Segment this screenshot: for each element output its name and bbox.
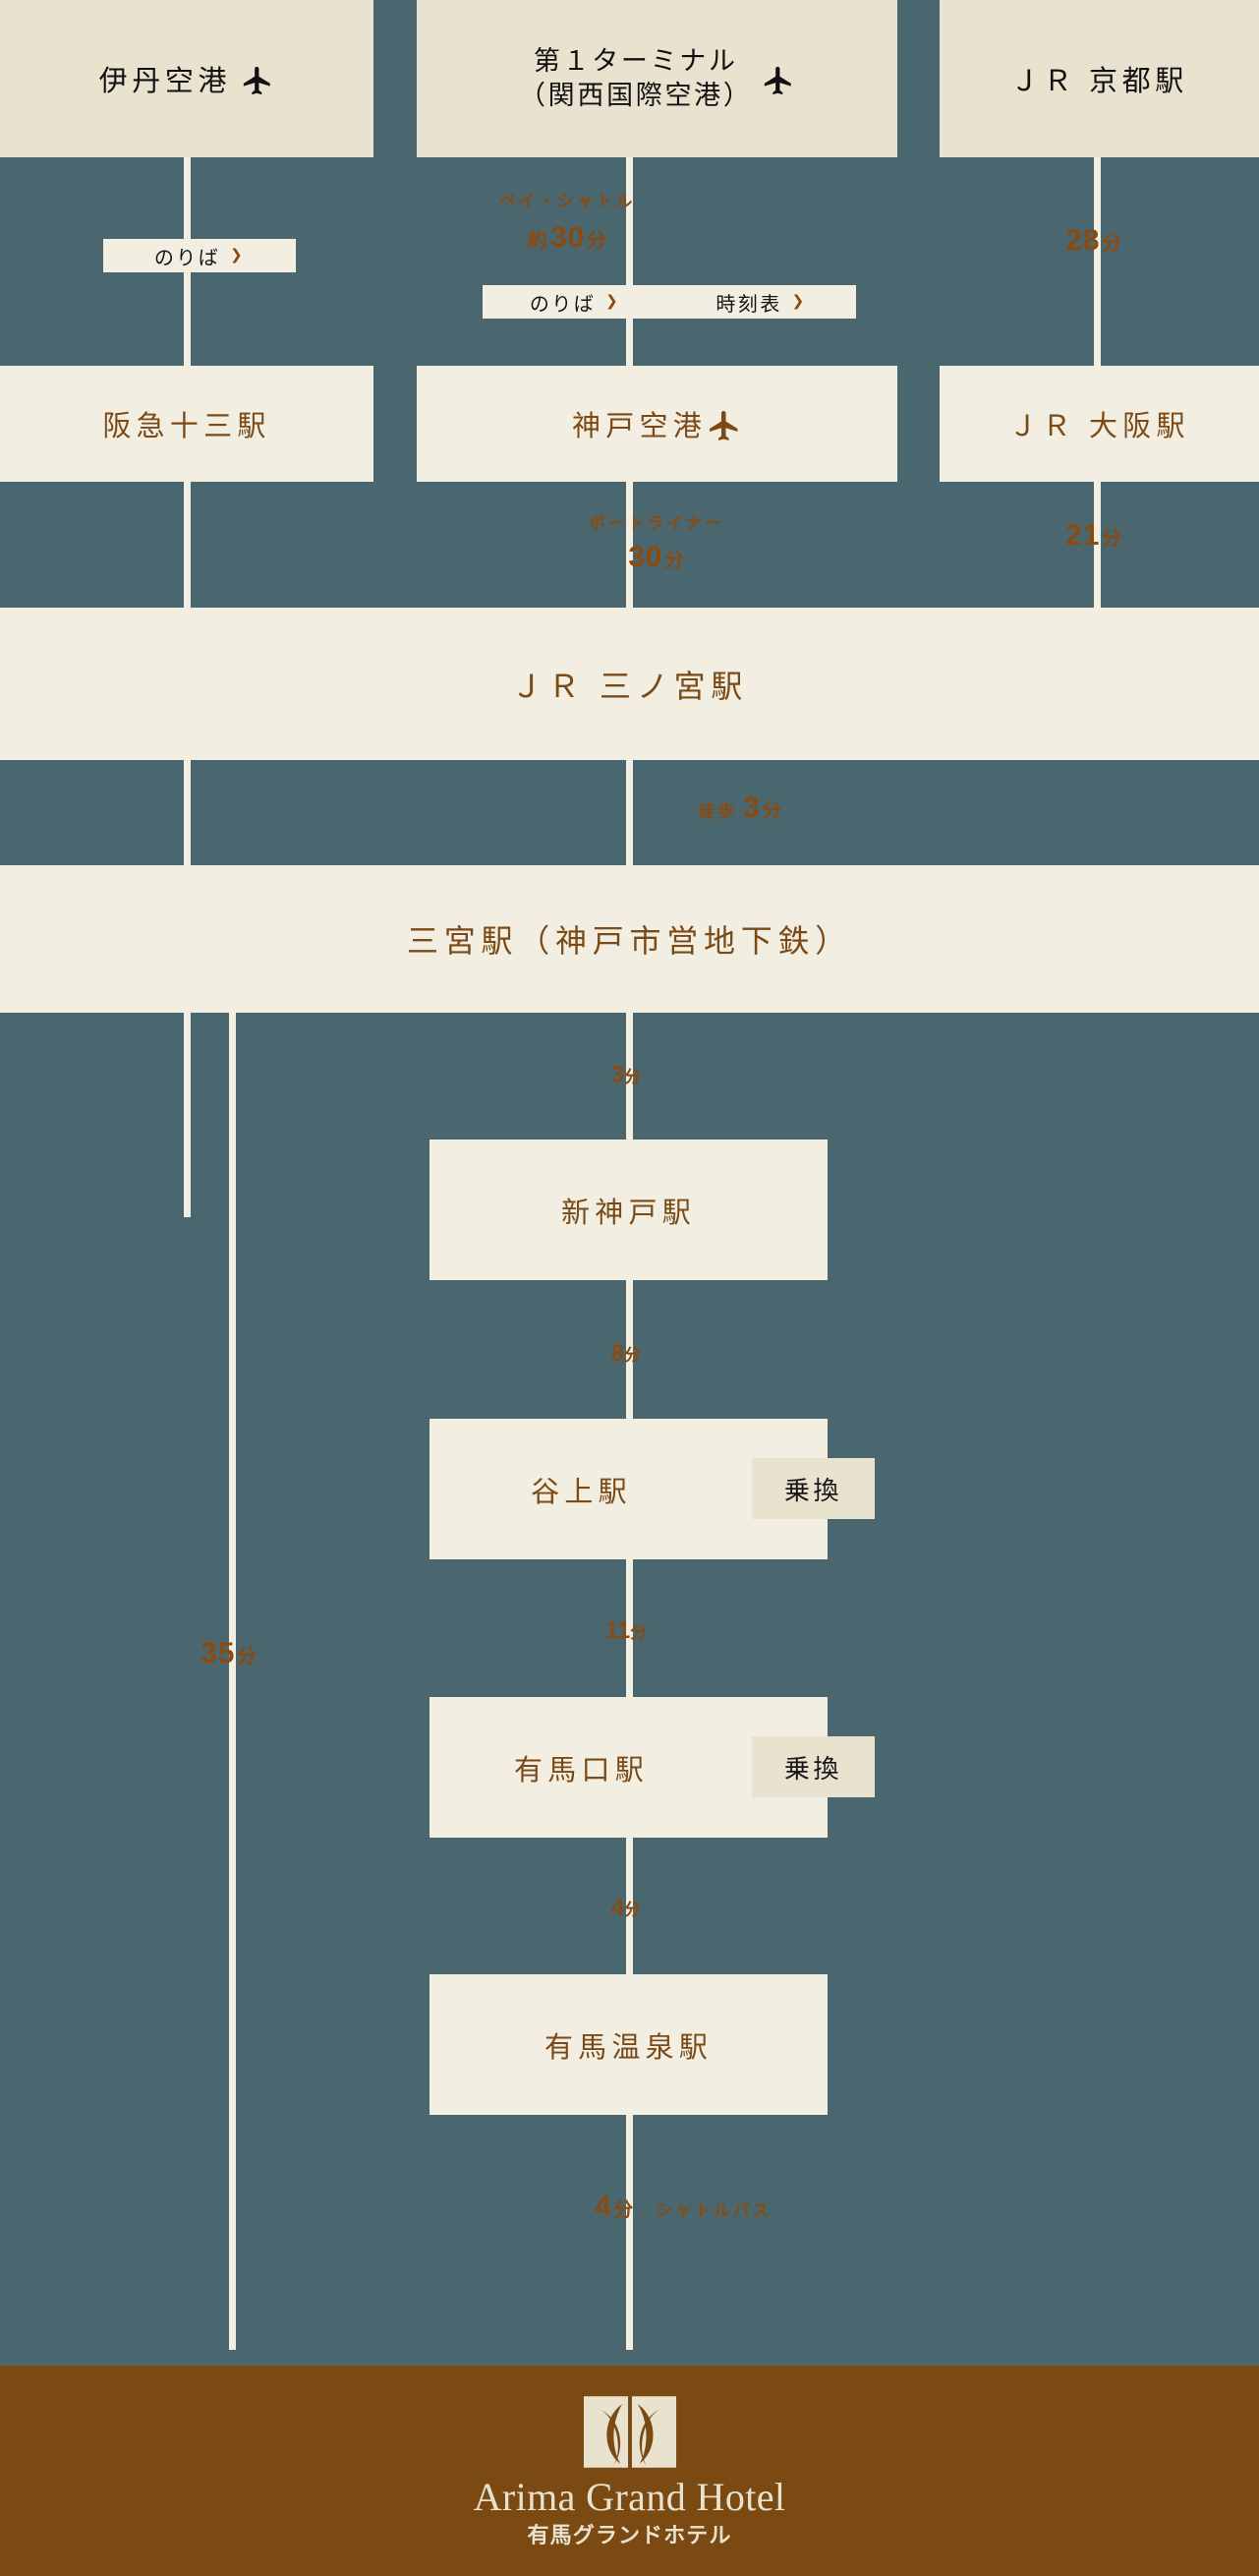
- chevron-right-icon: ❯: [230, 247, 246, 263]
- transfer-label: 乗換: [783, 1475, 843, 1505]
- hotel-footer: Arima Grand Hotel 有馬グランドホテル: [0, 2366, 1259, 2576]
- duration-shinkobe-to-tanigami: 8分: [611, 1340, 641, 1368]
- duration-value: 8: [610, 1340, 625, 1367]
- airplane-icon: [241, 64, 274, 97]
- button-label: 時刻表: [715, 293, 782, 316]
- station-box-shin-kobe[interactable]: 新神戸駅: [429, 1140, 828, 1280]
- duration-unit: 分: [624, 1346, 642, 1365]
- station-box-jr-osaka[interactable]: ＪＲ 大阪駅: [940, 366, 1259, 482]
- duration-value: 30: [550, 221, 585, 254]
- duration-subway-to-shinkobe: 3分: [611, 1062, 641, 1089]
- station-box-hankyu-juso[interactable]: 阪急十三駅: [0, 366, 373, 482]
- duration-value: 4: [610, 1895, 625, 1921]
- duration-value: 11: [604, 1617, 631, 1644]
- station-label-line2: （関西国際空港）: [518, 81, 753, 110]
- connector-line-express-bus: [229, 1013, 236, 2350]
- station-box-arima-onsen[interactable]: 有馬温泉駅: [429, 1974, 828, 2115]
- station-label: 阪急十三駅: [102, 411, 271, 442]
- mode-label-port-liner: ポートライナー: [589, 514, 724, 533]
- duration-arimaguchi-to-arimaonsen: 4分: [611, 1895, 641, 1922]
- station-box-sannomiya-subway[interactable]: 三宮駅（神戸市営地下鉄）: [0, 865, 1259, 1013]
- station-label: 有馬温泉駅: [544, 2031, 714, 2064]
- station-label: 神戸空港: [572, 411, 707, 442]
- transfer-badge-tanigami[interactable]: 乗換: [752, 1458, 875, 1519]
- station-label: ＪＲ 三ノ宮駅: [510, 668, 749, 704]
- station-label: 有馬口駅: [514, 1754, 649, 1786]
- duration-value: 4: [595, 2191, 612, 2223]
- station-label: 三宮駅（神戸市営地下鉄）: [406, 923, 853, 959]
- transfer-label: 乗換: [783, 1753, 843, 1784]
- airplane-icon: [762, 64, 795, 97]
- duration-tanigami-to-arimaguchi: 11分: [605, 1617, 647, 1645]
- duration-unit: 分: [1101, 528, 1122, 550]
- mode-label-walk: 徒歩: [698, 802, 738, 821]
- airplane-icon: [707, 408, 742, 443]
- brand-name-jp: 有馬グランドホテル: [527, 2522, 732, 2547]
- timetable-button-kix[interactable]: 時刻表 ❯: [666, 285, 856, 319]
- duration-unit: 分: [762, 800, 783, 822]
- station-label: 伊丹空港: [98, 66, 232, 97]
- duration-unit: 分: [624, 1068, 642, 1086]
- station-label-line1: 第１ターミナル: [533, 46, 738, 77]
- station-label: ＪＲ 大阪駅: [1008, 411, 1190, 442]
- duration-value: 3: [743, 791, 761, 824]
- duration-unit: 分: [1101, 233, 1122, 255]
- station-box-kansai-airport[interactable]: 第１ターミナル （関西国際空港）: [417, 0, 897, 157]
- brand-name-en: Arima Grand Hotel: [473, 2474, 786, 2519]
- duration-value: 21: [1065, 519, 1100, 552]
- station-box-jr-sannomiya[interactable]: ＪＲ 三ノ宮駅: [0, 608, 1259, 760]
- station-label: ＪＲ 京都駅: [1010, 66, 1188, 97]
- connector-line-subway-trunk: [626, 1013, 633, 2350]
- duration-unit: 分: [613, 2199, 634, 2221]
- mode-label-shuttle-bus: シャトルバス: [655, 2201, 773, 2220]
- duration-prefix: 約: [527, 230, 548, 252]
- arima-grand-hotel-logo: [582, 2395, 678, 2468]
- duration-unit: 分: [586, 230, 607, 252]
- duration-value: 28: [1065, 224, 1100, 257]
- noriba-button-kix[interactable]: のりば ❯: [483, 285, 667, 319]
- duration-unit: 分: [236, 1646, 258, 1668]
- duration-value: 3: [610, 1062, 625, 1088]
- station-label-multiline: 第１ターミナル （関西国際空港）: [519, 44, 753, 112]
- duration-value: 30: [628, 541, 662, 573]
- button-label: のりば: [153, 247, 221, 269]
- station-box-kobe-airport[interactable]: 神戸空港: [417, 366, 897, 482]
- station-box-itami-airport[interactable]: 伊丹空港: [0, 0, 373, 157]
- chevron-right-icon: ❯: [605, 293, 621, 310]
- duration-unit: 分: [663, 550, 685, 571]
- duration-unit: 分: [630, 1623, 648, 1642]
- mode-label-bay-shuttle: ベイ・シャトル: [498, 192, 636, 210]
- station-label: 新神戸駅: [561, 1197, 696, 1229]
- duration-unit: 分: [624, 1901, 642, 1919]
- chevron-right-icon: ❯: [791, 293, 807, 310]
- button-label: のりば: [529, 293, 597, 316]
- duration-value: 35: [200, 1637, 235, 1669]
- station-label: 谷上駅: [531, 1476, 632, 1508]
- station-box-jr-kyoto[interactable]: ＪＲ 京都駅: [940, 0, 1259, 157]
- noriba-button-itami[interactable]: のりば ❯: [103, 239, 296, 272]
- transfer-badge-arimaguchi[interactable]: 乗換: [752, 1736, 875, 1797]
